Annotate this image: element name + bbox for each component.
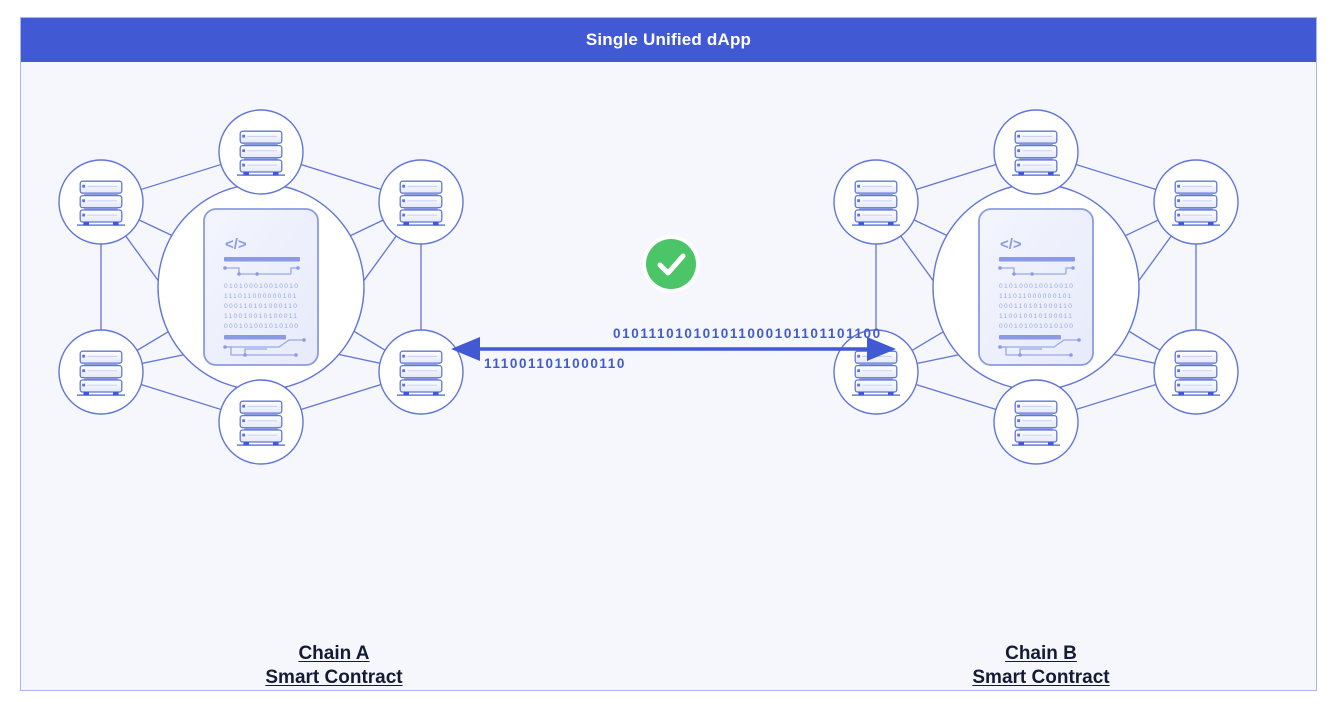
chain-b-node <box>993 109 1079 195</box>
chain-b-network <box>833 109 1239 465</box>
network-svg: </> 010100010010010 111011000000101 0001… <box>58 109 1239 465</box>
bidirectional-transfer-arrow <box>451 337 896 361</box>
chain-b-node <box>1153 159 1239 245</box>
check-circle-icon <box>642 235 700 293</box>
chain-a-node <box>218 379 304 465</box>
chain-a-node <box>378 329 464 415</box>
chain-b-label-line2: Smart Contract <box>972 667 1110 688</box>
backward-payload-label: 1110011011000110 <box>484 356 627 371</box>
chain-b-node <box>1153 329 1239 415</box>
arrow-right-head <box>867 337 896 361</box>
chain-a-smart-contract-doc <box>203 208 319 366</box>
page-title: Single Unified dApp <box>585 30 752 49</box>
chain-b-label-line1: Chain B <box>1005 643 1077 664</box>
chain-a-label-line1: Chain A <box>298 643 370 664</box>
chain-a-node <box>378 159 464 245</box>
chain-a-node <box>58 159 144 245</box>
chain-a-node <box>58 329 144 415</box>
dapp-panel: Single Unified dApp <box>20 17 1317 691</box>
chain-b-node <box>833 329 919 415</box>
forward-payload-label: 010111010101011000101101101100 <box>613 326 882 341</box>
chain-a-network <box>58 109 464 465</box>
diagram-body: </> 010100010010010 111011000000101 0001… <box>21 62 1316 691</box>
chain-a-label-line2: Smart Contract <box>265 667 403 688</box>
chain-a-label: Chain A Smart Contract <box>124 642 544 690</box>
arrow-left-head <box>451 337 480 361</box>
chain-b-node <box>833 159 919 245</box>
chain-a-node <box>218 109 304 195</box>
chain-b-node <box>993 379 1079 465</box>
panel-header: Single Unified dApp <box>21 18 1316 62</box>
chain-b-smart-contract-doc <box>978 208 1094 366</box>
chain-b-label: Chain B Smart Contract <box>831 642 1251 690</box>
